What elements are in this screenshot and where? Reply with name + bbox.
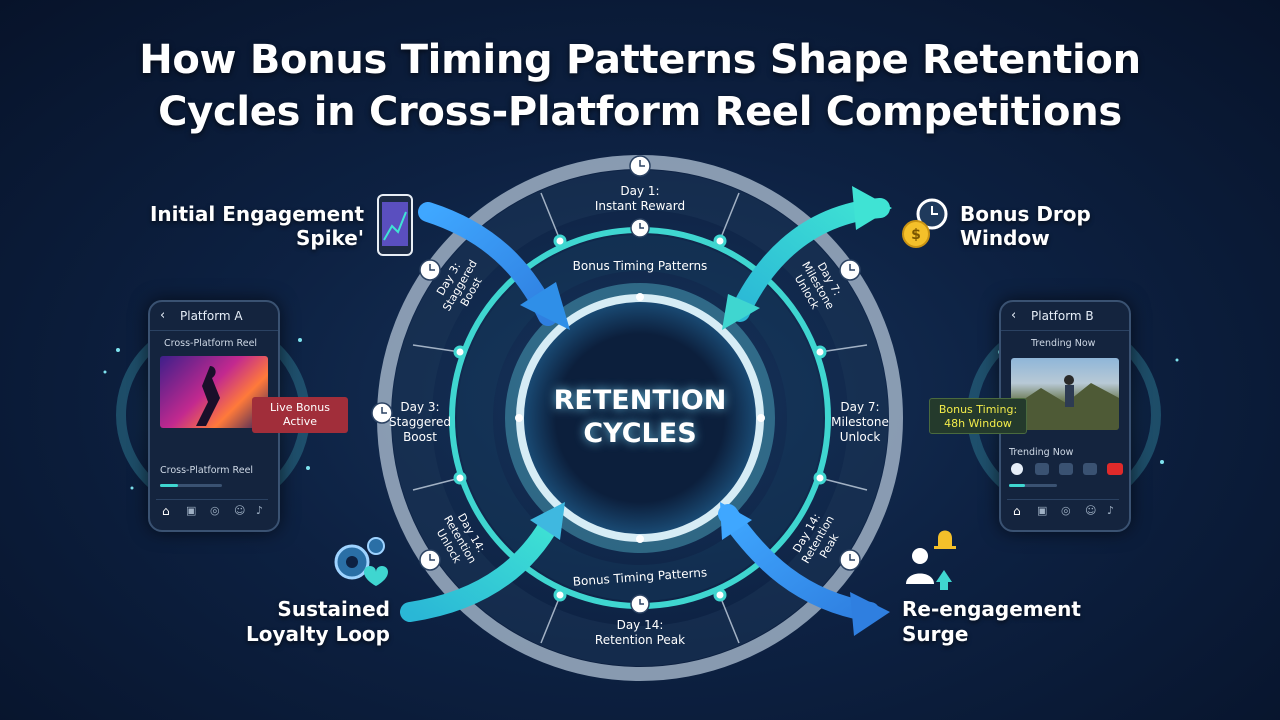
- phone-a-title: Platform A: [180, 309, 243, 323]
- record-icon[interactable]: [1011, 463, 1023, 475]
- label-sustained-loyalty: Sustained Loyalty Loop: [246, 597, 390, 646]
- arrow-reengagement: [718, 502, 890, 636]
- clock-icon: [839, 259, 861, 281]
- clock-icon: [419, 259, 441, 281]
- bell-icon[interactable]: ♪: [256, 504, 264, 517]
- phone-a-caption-bottom: Cross-Platform Reel: [160, 465, 254, 476]
- ring-label-day7-right: Day 7: Milestone Unlock: [831, 400, 889, 444]
- ring-label-day3-left: Day 3: Staggered Boost: [389, 400, 451, 444]
- clock-icon: [629, 155, 651, 177]
- center-title: RETENTION CYCLES: [553, 385, 727, 449]
- label-reengagement: Re-engagement Surge: [902, 597, 1081, 646]
- arrow-bonus-drop: [722, 186, 892, 330]
- phone-b-progress-fill: [1009, 484, 1025, 487]
- person-bell-icon: [906, 530, 956, 590]
- reels-icon[interactable]: ◎: [1061, 504, 1071, 517]
- video-icon[interactable]: ▣: [186, 504, 197, 517]
- reels-icon[interactable]: ◎: [210, 504, 220, 517]
- clock-icon: [371, 402, 393, 424]
- center-ring-glow: [505, 283, 775, 553]
- ring-label-day1: Day 1: Instant Reward: [594, 184, 686, 213]
- live-bonus-badge: Live Bonus Active: [252, 397, 348, 433]
- ring-spokes: [412, 192, 868, 644]
- teal-nodes: [453, 234, 827, 602]
- message-icon[interactable]: [1035, 463, 1049, 475]
- play-icon[interactable]: [1059, 463, 1073, 475]
- svg-text:$: $: [911, 227, 921, 243]
- gear-heart-icon: [334, 537, 388, 586]
- outer-ring-band: [392, 170, 888, 666]
- phone-b-reel-thumbnail[interactable]: [1011, 358, 1119, 430]
- label-initial-engagement: Initial Engagement Spike': [149, 202, 364, 250]
- smartphone-chart-icon: [377, 194, 413, 256]
- clock-icon: [630, 218, 650, 238]
- play-icon[interactable]: [1083, 463, 1097, 475]
- arrow-sustained-loyalty: [400, 502, 565, 622]
- center-glow-dots: [515, 293, 765, 543]
- bonus-timing-badge: Bonus Timing: 48h Window: [929, 398, 1027, 434]
- youtube-icon[interactable]: [1107, 463, 1123, 475]
- ring-label-day14-bottom: Day 14: Retention Peak: [594, 618, 686, 647]
- sparkle-decorations: [103, 338, 1179, 490]
- phone-platform-b: ‹ Platform B Trending Now Trending Now ⌂…: [999, 300, 1131, 532]
- teal-ring-band: [457, 235, 823, 601]
- arrow-initial-engagement: [418, 202, 570, 330]
- clock-icon: [419, 549, 441, 571]
- phone-b-nav: ⌂ ▣ ◎ ☺ ♪: [1007, 499, 1119, 522]
- phone-b-header: ‹ Platform B: [1001, 302, 1129, 331]
- phone-a-progress-fill: [160, 484, 178, 487]
- title-line-1: How Bonus Timing Patterns Shape Retentio…: [139, 37, 1141, 83]
- label-bonus-drop: Bonus Drop Window: [960, 202, 1091, 250]
- phone-b-action-icons: [1009, 463, 1123, 477]
- hiker-figure-icon: [1011, 375, 1119, 430]
- stopwatch-coin-icon: $: [902, 198, 948, 248]
- profile-icon[interactable]: ☺: [234, 504, 246, 517]
- clock-icon: [839, 549, 861, 571]
- phone-a-nav: ⌂ ▣ ◎ ☺ ♪: [156, 499, 268, 522]
- home-icon[interactable]: ⌂: [1013, 504, 1021, 518]
- title-line-2: Cycles in Cross-Platform Reel Competitio…: [158, 89, 1122, 135]
- ring-label-bonus-timing-top: Bonus Timing Patterns: [572, 259, 708, 273]
- dancer-figure-icon: [196, 366, 220, 426]
- phone-b-progress-bar: [1009, 484, 1057, 487]
- phone-b-caption-bottom: Trending Now: [1009, 447, 1074, 458]
- phone-b-caption-top: Trending Now: [1031, 338, 1096, 349]
- phone-a-reel-thumbnail[interactable]: [160, 356, 268, 428]
- phone-a-progress-bar: [160, 484, 222, 487]
- phone-a-header: ‹ Platform A: [150, 302, 278, 331]
- clock-icons: [371, 155, 861, 614]
- phone-a-caption-top: Cross-Platform Reel: [164, 338, 258, 349]
- clock-icon: [630, 594, 650, 614]
- profile-icon[interactable]: ☺: [1085, 504, 1097, 517]
- video-icon[interactable]: ▣: [1037, 504, 1048, 517]
- back-chevron-icon[interactable]: ‹: [1011, 308, 1017, 323]
- bell-icon[interactable]: ♪: [1107, 504, 1115, 517]
- back-chevron-icon[interactable]: ‹: [160, 308, 166, 323]
- home-icon[interactable]: ⌂: [162, 504, 170, 518]
- phone-b-title: Platform B: [1031, 309, 1094, 323]
- diagram-title: How Bonus Timing Patterns Shape Retentio…: [0, 34, 1280, 138]
